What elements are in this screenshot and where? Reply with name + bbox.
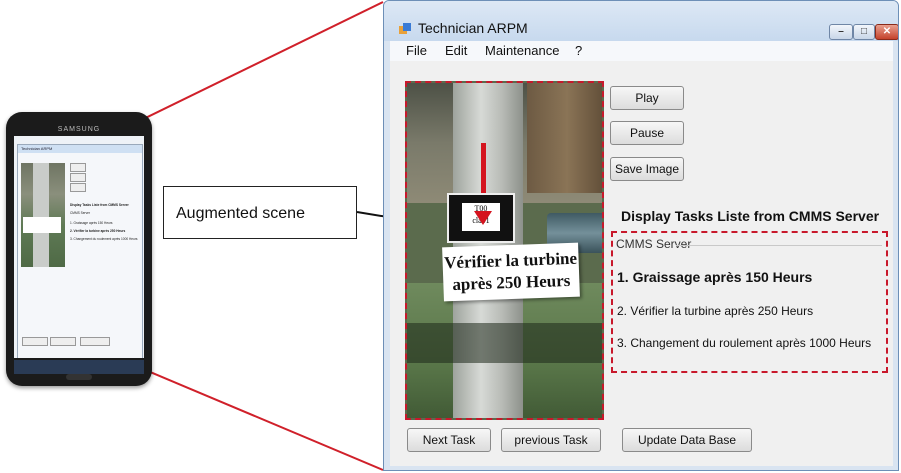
cmms-group-label: CMMS Server [616, 237, 692, 251]
phone-task-3: 3. Changement du roulement après 1000 He… [70, 237, 138, 241]
next-task-button[interactable]: Next Task [407, 428, 491, 452]
maximize-button[interactable]: □ [853, 24, 875, 40]
minimize-icon: – [838, 26, 844, 37]
menu-help[interactable]: ? [575, 43, 583, 58]
menu-edit[interactable]: Edit [445, 43, 468, 58]
app-icon [399, 23, 411, 34]
maximize-icon: □ [860, 26, 868, 37]
phone-task-2: 2. Vérifier la turbine après 250 Heurs [70, 229, 126, 233]
cmms-highlight-frame [611, 231, 888, 373]
task-item-3[interactable]: 3. Changement du roulement après 1000 He… [617, 336, 872, 350]
phone-play-button [70, 163, 86, 172]
task-item-2[interactable]: 2. Vérifier la turbine après 250 Heurs [617, 304, 814, 318]
phone-home-button [66, 374, 92, 380]
menu-bar: File Edit Maintenance ? [390, 41, 893, 61]
ar-label-line-2: après 250 Heurs [452, 270, 571, 295]
phone-group-label: CMMS Server [70, 211, 91, 215]
save-image-button[interactable]: Save Image [610, 157, 684, 181]
play-button[interactable]: Play [610, 86, 684, 110]
pause-button[interactable]: Pause [610, 121, 684, 145]
ar-arrow-head [474, 211, 492, 225]
smartphone: SAMSUNG Technician ARPM Display Tasks Li… [6, 112, 152, 386]
phone-app-menu [18, 153, 142, 159]
phone-pause-button [70, 173, 86, 182]
window-client-area: File Edit Maintenance ? T00 cla01 Vérifi… [390, 41, 893, 466]
previous-task-button[interactable]: previous Task [501, 428, 601, 452]
phone-task-heading: Display Tasks Liste from CMMS Server [70, 203, 129, 207]
menu-maintenance[interactable]: Maintenance [485, 43, 560, 58]
phone-prev-button [50, 337, 76, 346]
ar-arrow [481, 143, 486, 213]
phone-nav-bar [14, 360, 144, 374]
title-bar[interactable]: Technician ARPM – □ ✕ [384, 1, 898, 41]
augmented-scene-view: T00 cla01 Vérifier la turbine après 250 … [405, 81, 604, 420]
phone-task-1: 1. Graissage après 150 Heurs [70, 221, 113, 225]
augmented-scene-callout: Augmented scene [163, 186, 357, 239]
close-button[interactable]: ✕ [875, 24, 898, 40]
ar-instruction-label: Vérifier la turbine après 250 Heurs [442, 242, 580, 302]
menu-file[interactable]: File [406, 43, 427, 58]
phone-screen: Technician ARPM Display Tasks Liste from… [14, 136, 144, 358]
phone-save-button [70, 183, 86, 192]
task-item-1[interactable]: 1. Graissage après 150 Heurs [617, 269, 813, 285]
phone-scene-thumbnail [21, 163, 65, 267]
tasks-heading: Display Tasks Liste from CMMS Server [621, 208, 880, 224]
window-title: Technician ARPM [418, 20, 528, 36]
phone-app-title: Technician ARPM [18, 145, 142, 153]
marker-text-1: T00 [474, 204, 488, 213]
close-icon: ✕ [882, 26, 892, 37]
phone-next-button [22, 337, 48, 346]
phone-update-button [80, 337, 110, 346]
app-window: Technician ARPM – □ ✕ File Edit Maintena… [383, 0, 899, 471]
update-database-button[interactable]: Update Data Base [622, 428, 752, 452]
minimize-button[interactable]: – [829, 24, 853, 40]
phone-app-window: Technician ARPM Display Tasks Liste from… [17, 144, 143, 358]
phone-brand: SAMSUNG [57, 126, 101, 133]
